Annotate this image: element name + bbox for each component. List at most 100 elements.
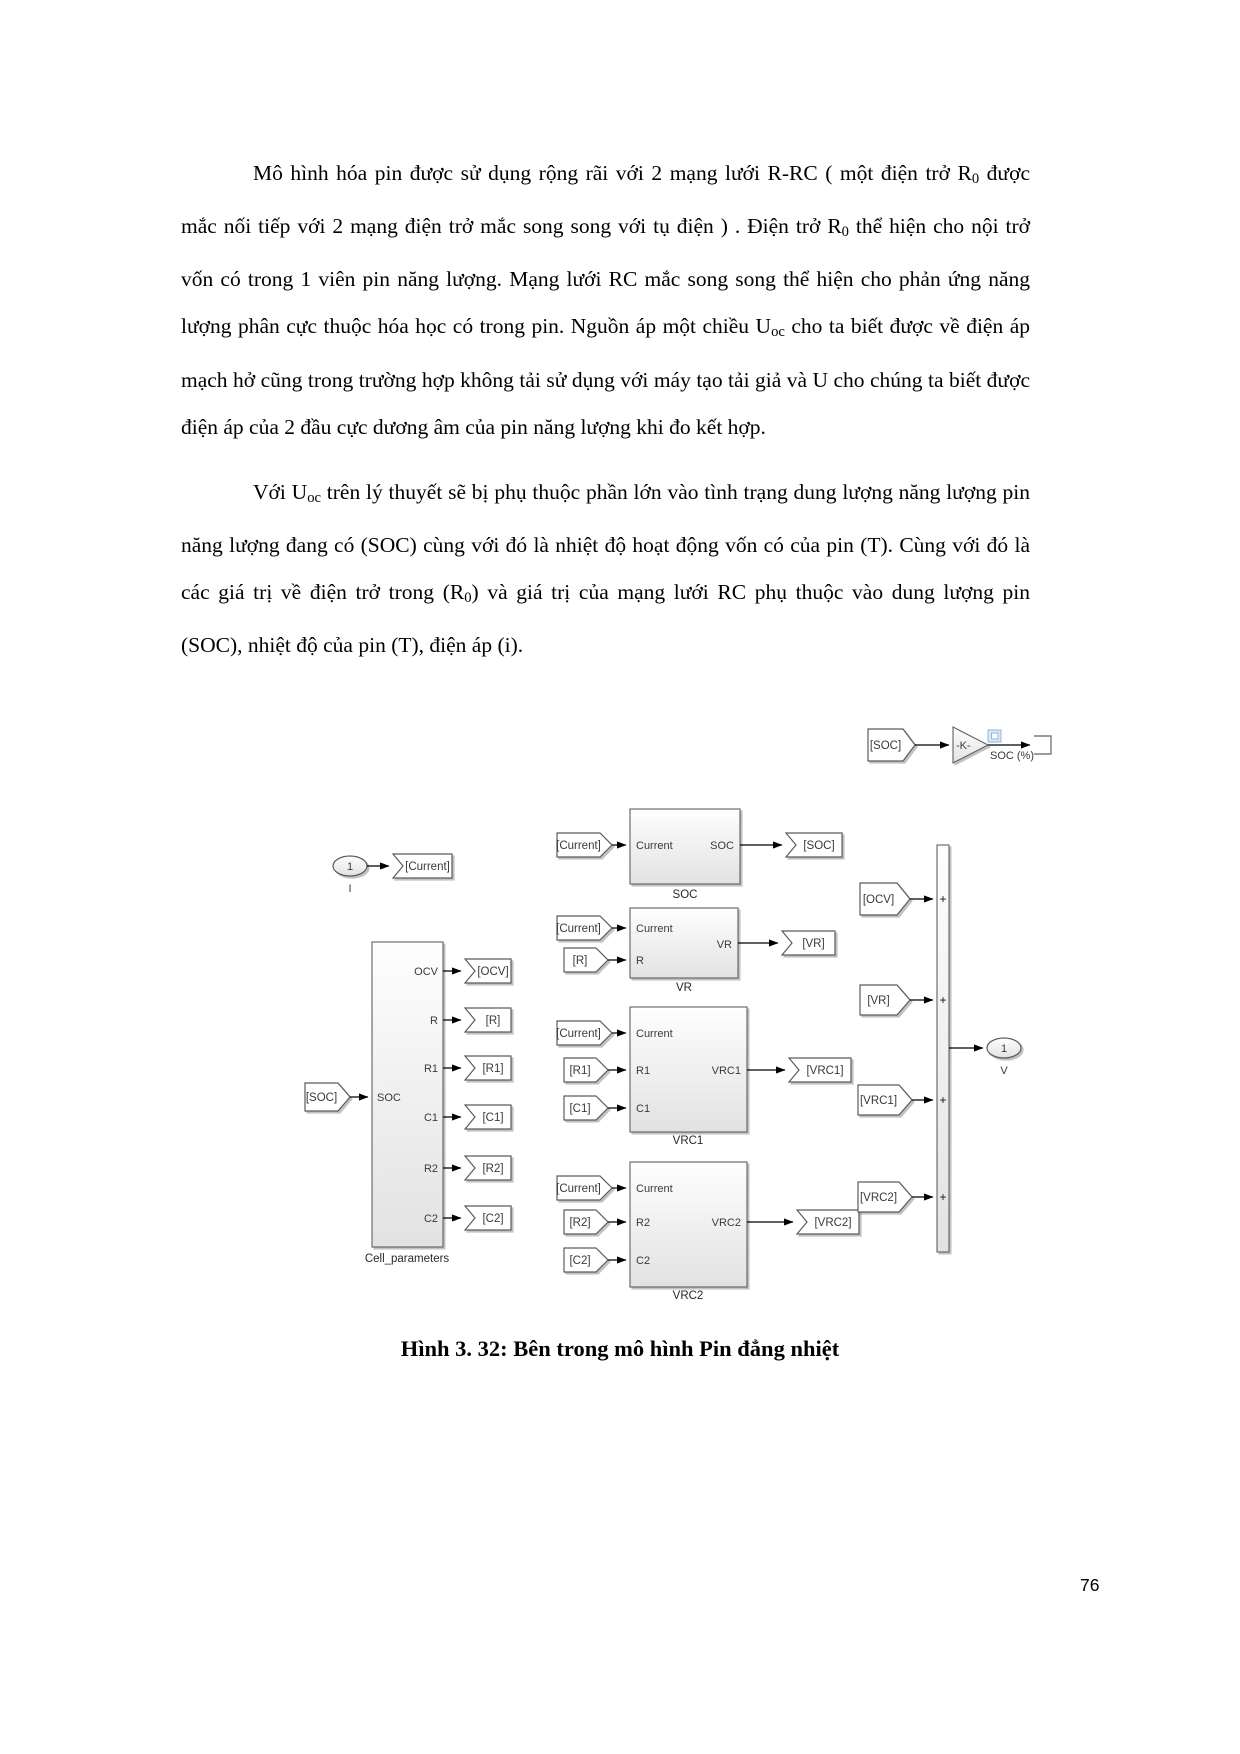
goto-tag-c1-label: [C1] [482,1112,503,1124]
port-label: Current [636,1028,673,1040]
gain-label: -K- [956,740,971,752]
goto-tag-r2-label: [R2] [482,1163,503,1175]
vrc2-subsystem-row: [Current] [R2] [C2] Current R2 C2 VRC2 V… [556,1161,860,1302]
goto-tag-vr [780,930,836,956]
from-tag-c2-label: [C2] [569,1255,590,1267]
port-label: VR [717,939,732,951]
inport-current: 1 I [Current] [332,853,453,895]
goto-tag-c2-label: [C2] [482,1213,503,1225]
port-label: R [430,1015,438,1027]
subsystem-block-vrc1 [629,1006,748,1133]
port-label: R2 [424,1163,438,1175]
from-tag-r1-label: [R1] [569,1065,590,1077]
port-label: Current [636,923,673,935]
inport-name: I [348,883,351,895]
from-tag-current-label: [Current] [556,840,601,852]
subsystem-block-vr [629,907,739,979]
port-label: Current [636,1183,673,1195]
soc-percent-chain: [SOC] -K- SOC (%) [867,726,1052,764]
cell-parameters-group: [SOC] SOC OCV R R1 C1 R2 C2 Cell_paramet… [304,941,512,1265]
goto-tag-r2 [463,1155,512,1181]
sum-plus-sign: + [939,1093,946,1107]
port-label: SOC [377,1092,401,1104]
sum-plus-sign: + [939,892,946,906]
from-tag-ocv-label: [OCV] [863,894,894,906]
port-label: Current [636,840,673,852]
goto-tag-vr-label: [VR] [802,938,824,950]
from-tag-vrc1-label: [VRC1] [860,1095,897,1107]
goto-tag-r1-label: [R1] [482,1063,503,1075]
goto-tag-ocv-label: [OCV] [477,966,508,978]
from-tag-vrc2-label: [VRC2] [860,1192,897,1204]
from-tag-vr [859,984,911,1016]
goto-tag-vrc1 [787,1057,852,1083]
goto-tag-vrc2 [795,1209,860,1235]
port-label: R [636,955,644,967]
goto-tag-current [391,853,453,879]
subsystem-block-vrc2 [629,1161,748,1288]
from-tag-r1 [563,1057,609,1083]
sum-plus-sign: + [939,993,946,1007]
goto-tag-vrc1-label: [VRC1] [806,1065,843,1077]
from-tag-current-label: [Current] [556,1028,601,1040]
port-label: C2 [636,1255,650,1267]
port-label: R1 [424,1063,438,1075]
body-text: Mô hình hóa pin được sử dụng rộng rãi vớ… [181,150,1030,669]
from-tag-soc-label: [SOC] [870,740,901,752]
goto-tag-c2 [463,1205,512,1231]
from-tag-current [556,915,613,941]
port-label: R1 [636,1065,650,1077]
port-label: OCV [414,966,439,978]
subsystem-block-cell-parameters [371,941,444,1248]
vr-subsystem-row: [Current] [R] Current R VR VR [VR] [556,907,836,994]
port-label: C1 [636,1103,650,1115]
goto-tag-soc [784,832,843,858]
from-tag-current-label: [Current] [556,923,601,935]
goto-tag-ocv [463,958,512,984]
port-label: C2 [424,1213,438,1225]
from-tag-current [556,1175,613,1201]
block-name: Cell_parameters [365,1253,450,1265]
body-paragraph: Với Uoc trên lý thuyết sẽ bị phụ thuộc p… [181,479,1030,658]
goto-tag-c1 [463,1104,512,1130]
subsystem-block-soc [629,808,741,885]
from-tag-r [563,947,609,973]
port-label: SOC [710,840,734,852]
block-name: VR [676,982,692,994]
block-name: SOC [673,889,698,901]
from-tag-r2 [563,1209,609,1235]
vrc1-subsystem-row: [Current] [R1] [C1] Current R1 C1 VRC1 V… [556,1006,852,1147]
goto-tag-r [463,1007,512,1033]
body-paragraph: Mô hình hóa pin được sử dụng rộng rãi vớ… [181,161,1030,439]
open-terminator-icon [1034,735,1052,755]
from-tag-current [556,1020,613,1046]
block-name: VRC1 [673,1135,704,1147]
from-tag-c2 [563,1247,609,1273]
block-name: VRC2 [673,1290,704,1302]
signal-badge-icon [987,729,1002,743]
port-label: R2 [636,1217,650,1229]
from-tag-r2-label: [R2] [569,1217,590,1229]
from-tag-vr-label: [VR] [867,995,889,1007]
outport-name: V [1000,1065,1008,1077]
gain-block [952,726,990,764]
port-label: C1 [424,1112,438,1124]
from-tag-r-label: [R] [573,955,588,967]
from-tag-vrc2 [857,1181,913,1213]
from-tag-vrc1 [857,1084,913,1116]
inport-value: 1 [347,861,353,873]
figure-caption: Hình 3. 32: Bên trong mô hình Pin đẳng n… [400,1336,840,1361]
goto-tag-current-label: [Current] [405,861,450,873]
from-tag-c1 [563,1095,609,1121]
outport-value: 1 [1001,1043,1007,1055]
from-tag-soc [304,1082,351,1112]
sum-plus-sign: + [939,1190,946,1204]
from-tag-soc-label: [SOC] [306,1092,337,1104]
soc-subsystem-row: [Current] Current SOC SOC [SOC] [556,808,843,901]
page-number: 76 [1080,1575,1100,1595]
from-tag-c1-label: [C1] [569,1103,590,1115]
goto-tag-soc-label: [SOC] [803,840,834,852]
port-label: VRC1 [712,1065,741,1077]
from-tag-current-label: [Current] [556,1183,601,1195]
